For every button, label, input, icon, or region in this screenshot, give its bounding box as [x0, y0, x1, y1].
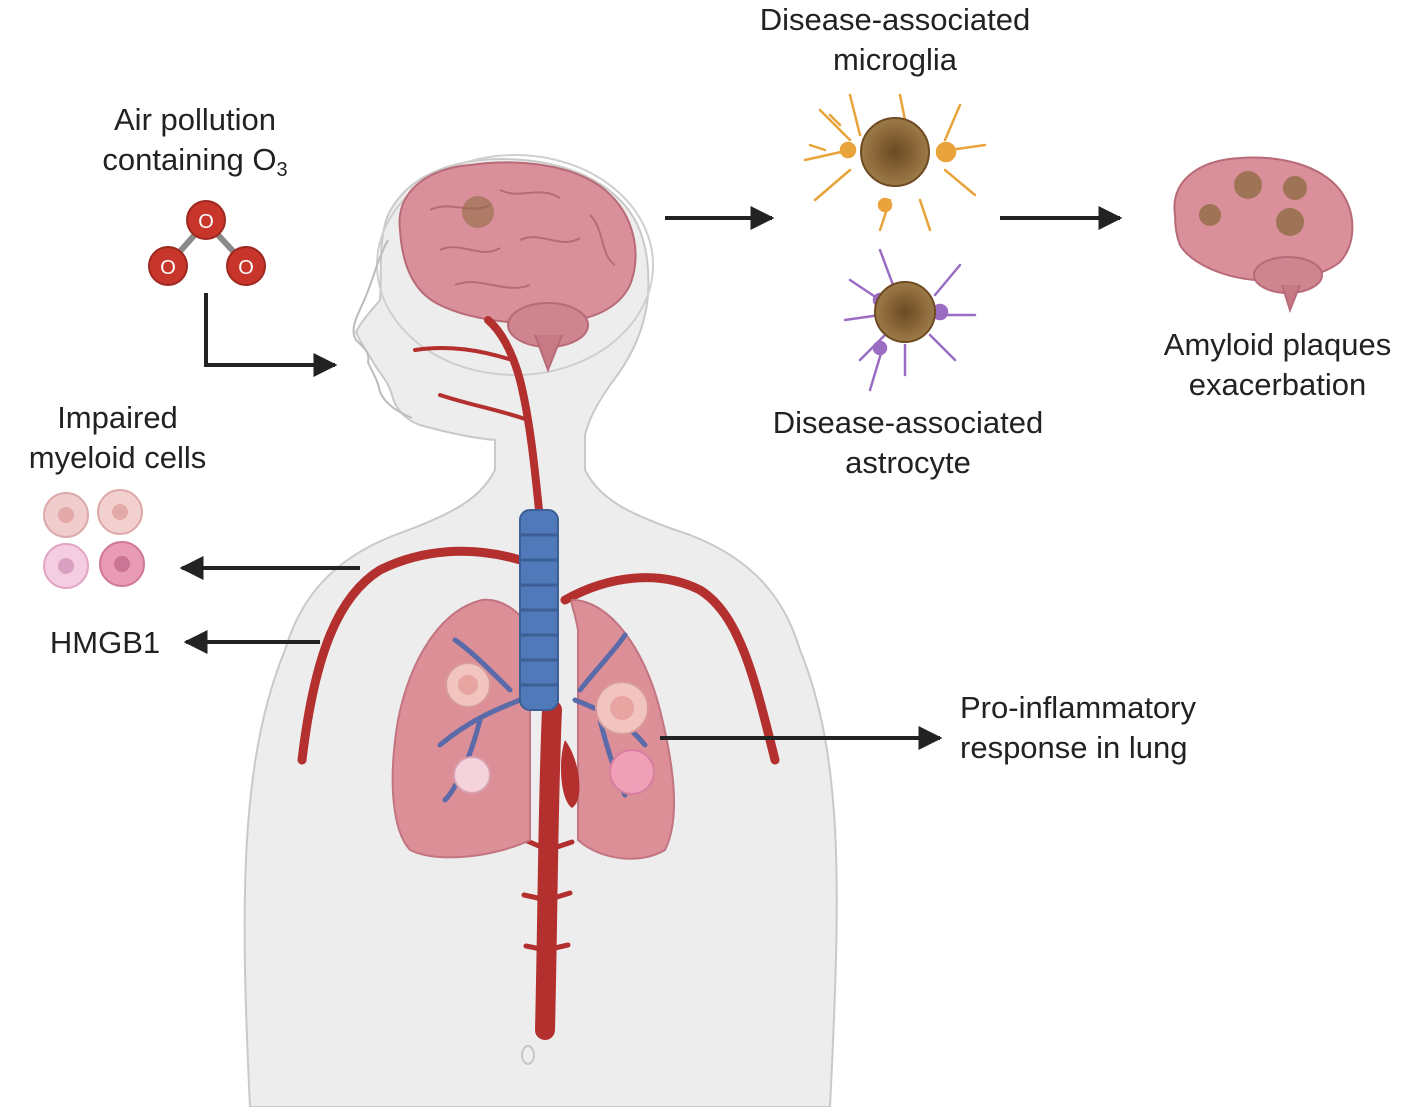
myeloid-line1: Impaired: [57, 400, 178, 435]
ozone-molecule-icon: O O O: [148, 200, 266, 286]
arrows: [179, 206, 1123, 750]
dam-label: Disease-associated microglia: [715, 0, 1075, 80]
air-pollution-line1: Air pollution: [114, 102, 276, 137]
amyloid-line1: Amyloid plaques: [1163, 327, 1392, 362]
ozone-atom-label: O: [238, 257, 254, 279]
air-pollution-label: Air pollution containing O3: [80, 100, 310, 184]
dam-line2: microglia: [832, 42, 958, 77]
amyloid-label: Amyloid plaques exacerbation: [1140, 325, 1415, 405]
artery-icon: [297, 316, 780, 1040]
daa-line1: Disease-associated: [772, 405, 1044, 440]
myeloid-cell-icon: [43, 489, 145, 589]
microglia-cell-icon: [803, 93, 987, 232]
ozone-atom-label: O: [198, 211, 214, 233]
trachea-icon: [519, 509, 559, 711]
lungs-icon: [391, 598, 676, 860]
dam-line1: Disease-associated: [759, 2, 1031, 37]
ozone-subscript: 3: [276, 159, 288, 181]
myeloid-line2: myeloid cells: [28, 440, 207, 475]
air-pollution-line2-text: containing O: [102, 142, 277, 177]
hmgb1-label: HMGB1: [49, 625, 161, 660]
daa-line2: astrocyte: [845, 445, 971, 480]
lung-response-label: Pro-inflammatory response in lung: [960, 688, 1260, 768]
lung-line1: Pro-inflammatory: [960, 690, 1196, 725]
astrocyte-cell-icon: [843, 248, 977, 392]
ozone-atom-label: O: [160, 257, 176, 279]
air-pollution-line2: containing O3: [80, 140, 310, 184]
ozone-to-face-arrow: [204, 293, 338, 377]
brain-icon: [398, 161, 637, 373]
lung-line2: response in lung: [960, 730, 1188, 765]
plaque-brain-icon: [1173, 156, 1354, 313]
daa-label: Disease-associated astrocyte: [728, 403, 1088, 483]
amyloid-line2: exacerbation: [1188, 367, 1367, 402]
myeloid-label: Impaired myeloid cells: [10, 398, 225, 478]
